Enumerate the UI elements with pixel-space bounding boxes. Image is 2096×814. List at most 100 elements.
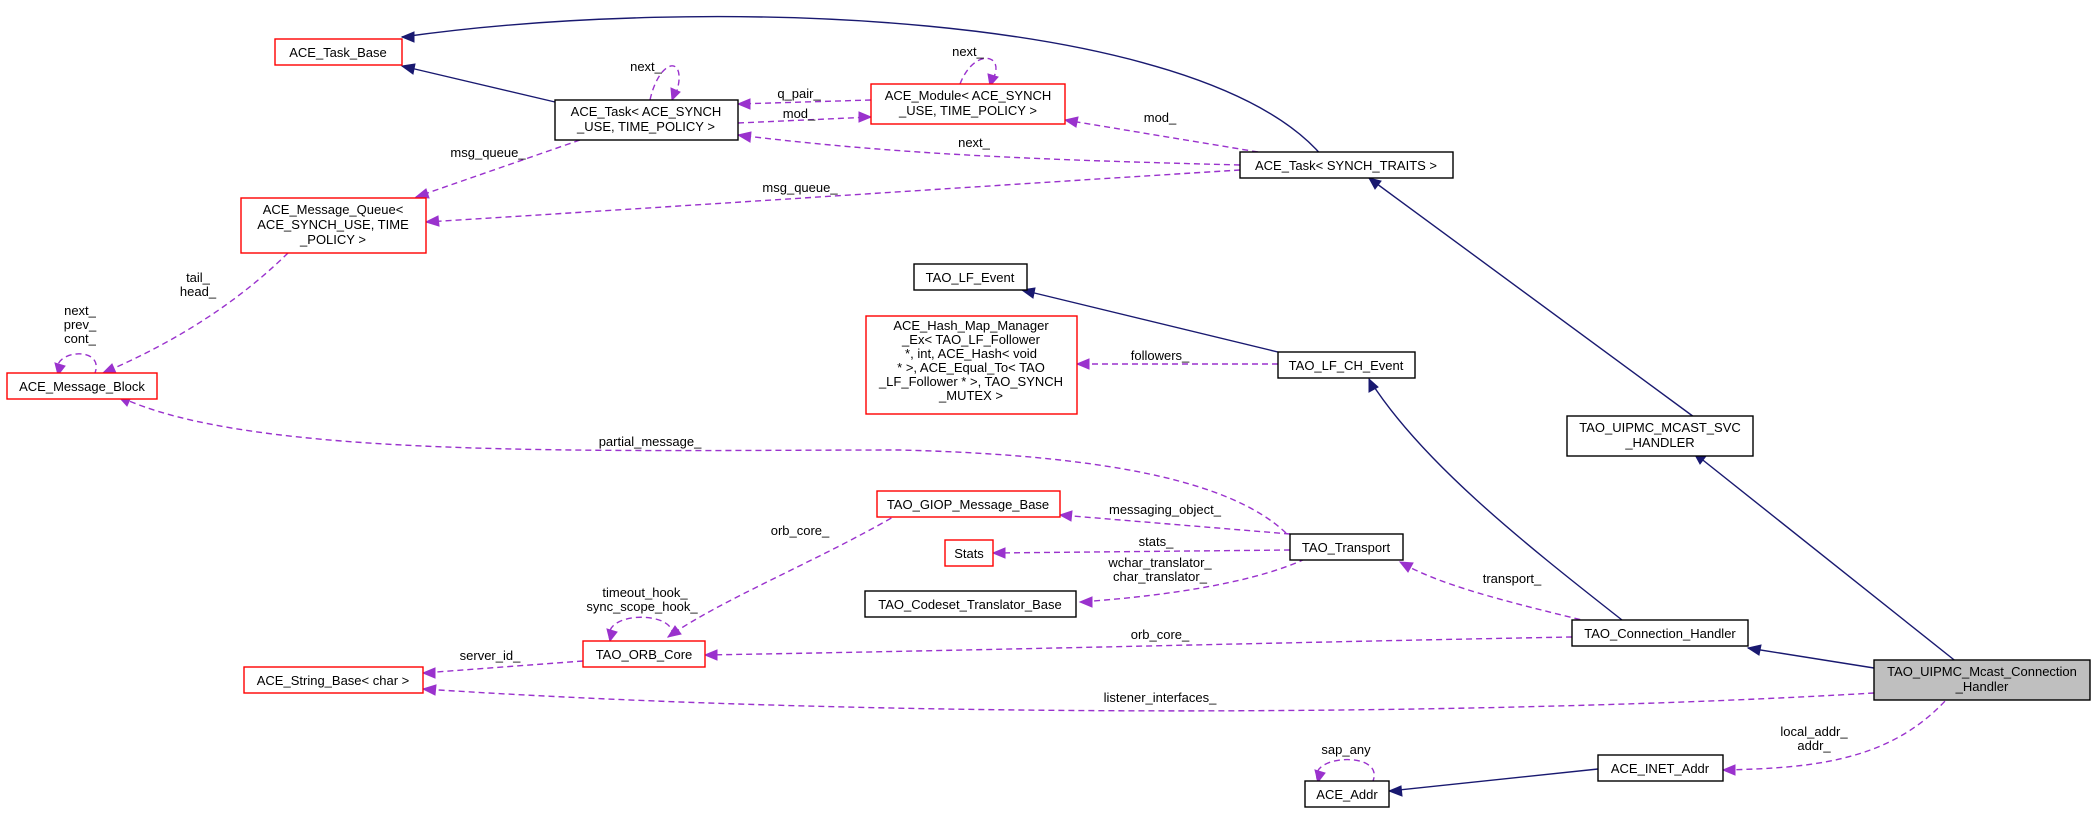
inherit-edge-task-synch-to-task-base [400, 63, 556, 103]
use-edge-task-traits-to-message-queue [424, 169, 1241, 227]
node-tao-uipmc-mcast-svc-handler[interactable]: TAO_UIPMC_MCAST_SVC _HANDLER [1566, 415, 1754, 457]
edge-label-msg-queue-traits: msg_queue_ [762, 180, 838, 195]
edge-label-head: head_ [180, 284, 217, 299]
node-label: ACE_Task< SYNCH_TRAITS > [1255, 158, 1437, 173]
edge-label-next-traits: next_ [958, 135, 991, 150]
edge-label-mod-task: mod_ [783, 106, 816, 121]
use-edge-transport-to-giop [1058, 510, 1291, 535]
node-ace-module[interactable]: ACE_Module< ACE_SYNCH _USE, TIME_POLICY … [870, 83, 1066, 125]
node-label: TAO_ORB_Core [596, 647, 693, 662]
node-ace-task-synch-traits[interactable]: ACE_Task< SYNCH_TRAITS > [1239, 151, 1454, 179]
node-label: ACE_Message_Block [19, 379, 145, 394]
node-tao-connection-handler[interactable]: TAO_Connection_Handler [1571, 619, 1749, 647]
node-tao-transport[interactable]: TAO_Transport [1289, 533, 1404, 561]
use-edge-lf-ch-event-to-hash-map [1075, 358, 1278, 370]
edge-label-orb-core-handler: orb_core_ [1131, 627, 1190, 642]
edge-label-followers: followers_ [1131, 348, 1190, 363]
node-label-line-3: _POLICY > [299, 232, 366, 247]
edge-label-next-module: next_ [952, 44, 985, 59]
edge-label-local-addr: local_addr_ [1780, 724, 1848, 739]
node-tao-orb-core[interactable]: TAO_ORB_Core [582, 640, 706, 668]
edge-label-tail: tail_ [186, 270, 211, 285]
node-label-line-3: *, int, ACE_Hash< void [905, 346, 1037, 361]
edge-label-partial-message: partial_message_ [599, 434, 702, 449]
node-label-line-1: TAO_UIPMC_MCAST_SVC [1579, 420, 1741, 435]
node-label: TAO_Connection_Handler [1584, 626, 1736, 641]
node-label: TAO_LF_Event [926, 270, 1015, 285]
node-label-line-6: _MUTEX > [938, 388, 1003, 403]
edge-label-addr: addr_ [1797, 738, 1831, 753]
edge-label-mb-next: next_ [64, 303, 97, 318]
node-tao-lf-ch-event[interactable]: TAO_LF_CH_Event [1277, 351, 1416, 379]
node-label: TAO_Codeset_Translator_Base [878, 597, 1062, 612]
use-edge-orb-core-to-string-base [421, 660, 584, 679]
edge-label-mb-cont: cont_ [64, 331, 97, 346]
node-label-line-2: ACE_SYNCH_USE, TIME [257, 217, 409, 232]
use-edge-mcast-to-inet-addr [1721, 685, 1959, 776]
node-label-line-1: ACE_Message_Queue< [263, 202, 404, 217]
node-ace-hash-map-manager[interactable]: ACE_Hash_Map_Manager _Ex< TAO_LF_Followe… [865, 315, 1078, 415]
inherit-edge-mcast-to-connection-handler [1746, 644, 1875, 669]
edge-label-msg-queue-task: msg_queue_ [450, 145, 526, 160]
node-label: ACE_INET_Addr [1611, 761, 1710, 776]
edge-label-timeout-hook: timeout_hook_ [602, 585, 688, 600]
use-edge-message-queue-to-message-block [101, 252, 289, 374]
node-ace-string-base-char[interactable]: ACE_String_Base< char > [243, 666, 424, 694]
use-edge-task-synch-self-next [649, 65, 681, 102]
node-ace-inet-addr[interactable]: ACE_INET_Addr [1597, 754, 1724, 782]
node-label-line-2: _HANDLER [1624, 435, 1694, 450]
node-label-line-2: _USE, TIME_POLICY > [576, 119, 715, 134]
node-ace-task-base[interactable]: ACE_Task_Base [274, 38, 403, 66]
node-tao-uipmc-mcast-connection-handler[interactable]: TAO_UIPMC_Mcast_Connection _Handler [1873, 659, 2091, 701]
edge-label-transport: transport_ [1483, 571, 1542, 586]
edge-label-char-translator: char_translator_ [1113, 569, 1208, 584]
node-ace-message-block[interactable]: ACE_Message_Block [6, 372, 158, 400]
node-label: Stats [954, 546, 984, 561]
use-edge-task-traits-to-module-mod [1063, 116, 1259, 153]
node-label-line-2: _Ex< TAO_LF_Follower [901, 332, 1041, 347]
node-label: ACE_Addr [1316, 787, 1378, 802]
node-ace-addr[interactable]: ACE_Addr [1304, 780, 1390, 808]
inherit-edge-inet-addr-to-addr [1387, 768, 1599, 797]
node-ace-message-queue[interactable]: ACE_Message_Queue< ACE_SYNCH_USE, TIME _… [240, 197, 427, 254]
node-label-line-2: _USE, TIME_POLICY > [898, 103, 1037, 118]
node-label-line-1: ACE_Hash_Map_Manager [893, 318, 1049, 333]
node-tao-lf-event[interactable]: TAO_LF_Event [913, 263, 1028, 291]
inherit-edge-task-traits-to-task-base [400, 15, 1324, 158]
node-tao-giop-message-base[interactable]: TAO_GIOP_Message_Base [876, 490, 1061, 518]
edge-label-wchar-translator: wchar_translator_ [1107, 555, 1212, 570]
node-label-line-2: _Handler [1955, 679, 2009, 694]
use-edge-orb-core-self-hooks [606, 616, 673, 643]
edge-label-q-pair: q_pair_ [777, 86, 821, 101]
use-edge-giop-to-orb-core [666, 512, 901, 638]
node-label-line-1: ACE_Task< ACE_SYNCH [571, 104, 722, 119]
node-label-line-1: TAO_UIPMC_Mcast_Connection [1887, 664, 2077, 679]
use-edge-transport-to-codeset [1078, 558, 1306, 608]
edge-label-next-task: next_ [630, 59, 663, 74]
node-label: TAO_LF_CH_Event [1289, 358, 1404, 373]
node-label: TAO_GIOP_Message_Base [887, 497, 1049, 512]
edge-label-messaging-object: messaging_object_ [1109, 502, 1222, 517]
use-edge-module-self-next [959, 57, 999, 88]
edge-label-sap-any: sap_any [1321, 742, 1371, 757]
node-ace-task-synch[interactable]: ACE_Task< ACE_SYNCH _USE, TIME_POLICY > [554, 99, 739, 141]
node-stats[interactable]: Stats [944, 539, 994, 567]
node-label-line-5: _LF_Follower * >, TAO_SYNCH [878, 374, 1063, 389]
use-edge-module-to-task-synch-q-pair [736, 98, 872, 110]
use-edge-mcast-to-string-base [421, 684, 1875, 712]
node-label: ACE_Task_Base [289, 45, 387, 60]
node-label: TAO_Transport [1302, 540, 1391, 555]
inherit-edge-connection-handler-to-lf-ch-event [1368, 377, 1623, 621]
node-tao-codeset-translator-base[interactable]: TAO_Codeset_Translator_Base [864, 590, 1077, 618]
edge-label-sync-scope-hook: sync_scope_hook_ [586, 599, 698, 614]
use-edge-task-synch-to-module-mod [737, 111, 873, 124]
node-label-line-4: * >, ACE_Equal_To< TAO [897, 360, 1045, 375]
inherit-edge-uipmc-svc-to-task-traits [1368, 177, 1695, 418]
edge-label-listener-interfaces: listener_interfaces_ [1104, 690, 1217, 705]
use-edge-addr-self-sap-any [1314, 758, 1375, 784]
edge-label-stats: stats_ [1139, 534, 1174, 549]
edge-label-server-id: server_id_ [460, 648, 521, 663]
use-edge-connection-handler-to-transport [1398, 561, 1591, 623]
use-edge-transport-to-stats [991, 547, 1291, 559]
